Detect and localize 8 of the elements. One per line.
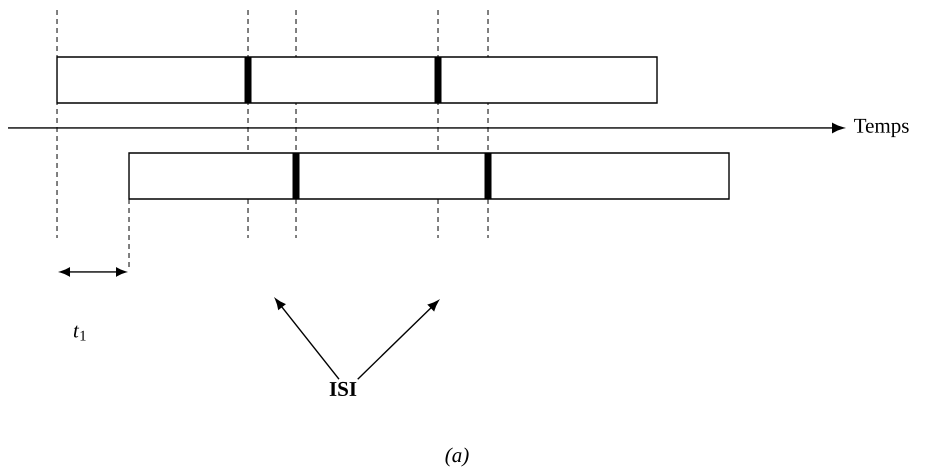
- caption: (a): [446, 447, 469, 466]
- leader-line: [275, 298, 340, 380]
- leader-line: [357, 300, 439, 380]
- timeline-bar: [56, 56, 658, 104]
- text-label: ISI: [330, 382, 356, 396]
- dimension-label: t$_{1}$: [74, 326, 86, 340]
- timeline-bar: [128, 152, 730, 200]
- axis-label: Temps: [854, 118, 909, 138]
